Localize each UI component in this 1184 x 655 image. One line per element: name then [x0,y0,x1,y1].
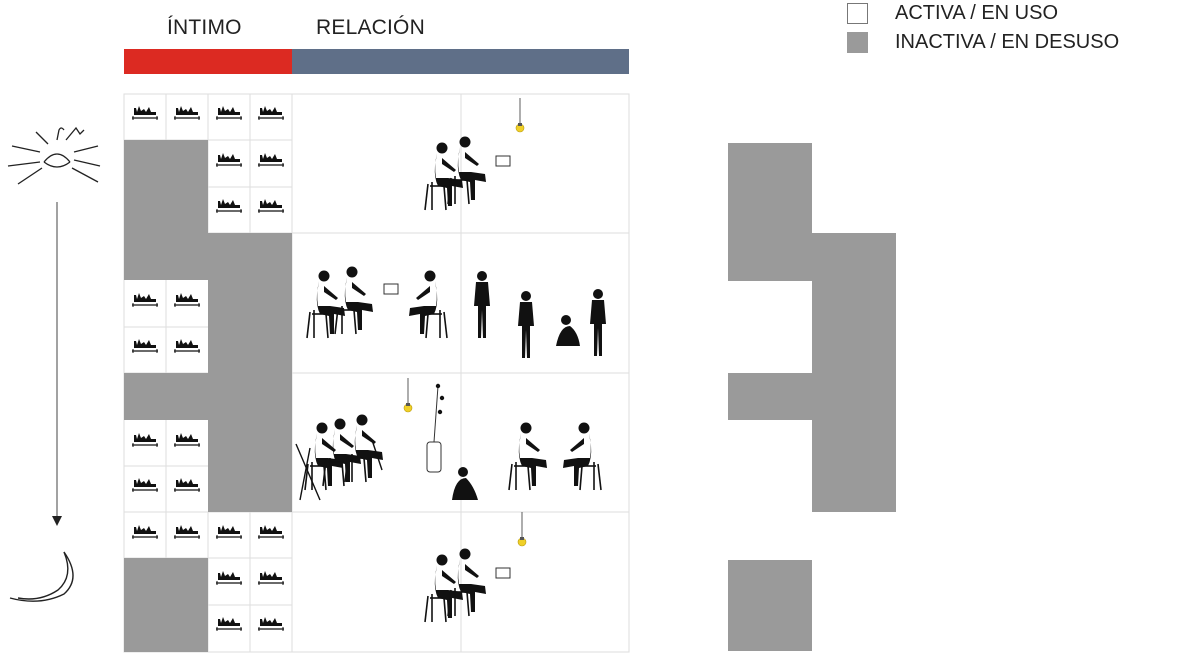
inactive-profile [728,143,896,651]
legend-active-swatch [847,3,868,24]
time-arrow [52,202,62,526]
relacion-header: RELACIÓN [316,16,425,39]
sun-icon [7,126,101,185]
relacion-bar [292,49,629,74]
intimo-bar [124,49,292,74]
legend-inactive-swatch [847,32,868,53]
legend-inactive-label: INACTIVA / EN DESUSO [895,31,1120,53]
inactive-zones [124,140,292,652]
legend-active-label: ACTIVA / EN USO [895,2,1058,24]
intimo-header: ÍNTIMO [167,16,242,39]
moon-icon [9,551,74,602]
people-silhouette-icon [295,135,606,623]
